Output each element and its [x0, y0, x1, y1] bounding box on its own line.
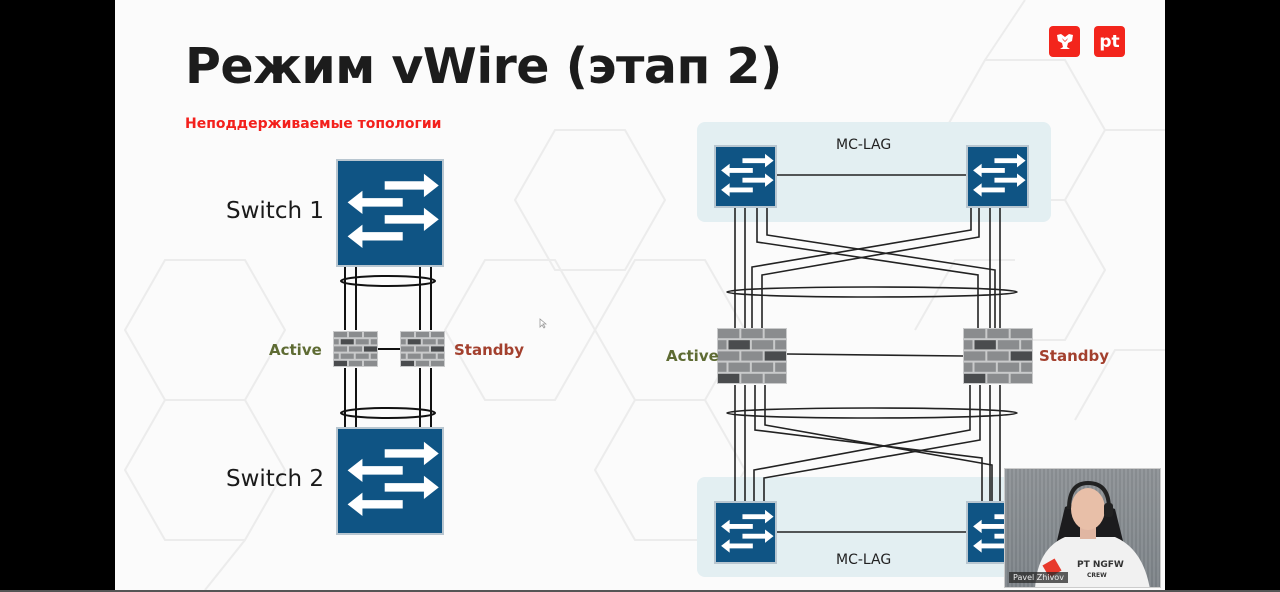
left-active-firewall — [333, 331, 378, 367]
presenter-video-icon: PT NGFW CREW — [1035, 480, 1150, 587]
mclag-bottom-label: MC-LAG — [836, 552, 892, 568]
presenter-webcam: PT NGFW CREW Pavel Zhivov — [1004, 468, 1161, 588]
slide-subtitle: Неподдерживаемые топологии — [185, 116, 442, 132]
screen-bottom-edge — [0, 590, 1280, 592]
mclag-top-right-switch — [966, 145, 1029, 208]
pt-shield-logo — [1049, 26, 1080, 57]
switch-2-label: Switch 2 — [226, 466, 324, 492]
mclag-top-left-switch — [714, 145, 777, 208]
slide-title: Режим vWire (этап 2) — [185, 38, 782, 95]
switch-2 — [336, 427, 444, 535]
network-diagram — [333, 122, 1051, 577]
right-active-firewall — [717, 328, 787, 384]
switch-1-label: Switch 1 — [226, 198, 324, 224]
shirt-text-2: CREW — [1087, 572, 1107, 579]
pt-text-logo: pt — [1094, 26, 1125, 57]
right-standby-firewall — [963, 328, 1033, 384]
mclag-top-group — [697, 122, 1051, 222]
right-standby-label: Standby — [1039, 347, 1110, 365]
presenter-name: Pavel Zhivov — [1009, 572, 1068, 583]
mclag-bottom-group — [697, 477, 1051, 577]
mclag-top-label: MC-LAG — [836, 137, 892, 153]
shield-icon — [1056, 33, 1073, 49]
switch-1 — [336, 159, 444, 267]
right-topology — [697, 122, 1051, 577]
presentation-slide: Режим vWire (этап 2) Неподдерживаемые то… — [115, 0, 1165, 590]
left-active-label: Active — [269, 341, 322, 359]
left-standby-firewall — [400, 331, 445, 367]
mouse-cursor-icon — [539, 318, 547, 329]
left-topology — [340, 265, 436, 428]
mclag-bottom-left-switch — [714, 501, 777, 564]
shirt-text-1: PT NGFW — [1077, 560, 1124, 570]
right-active-label: Active — [666, 347, 719, 365]
left-standby-label: Standby — [454, 341, 525, 359]
